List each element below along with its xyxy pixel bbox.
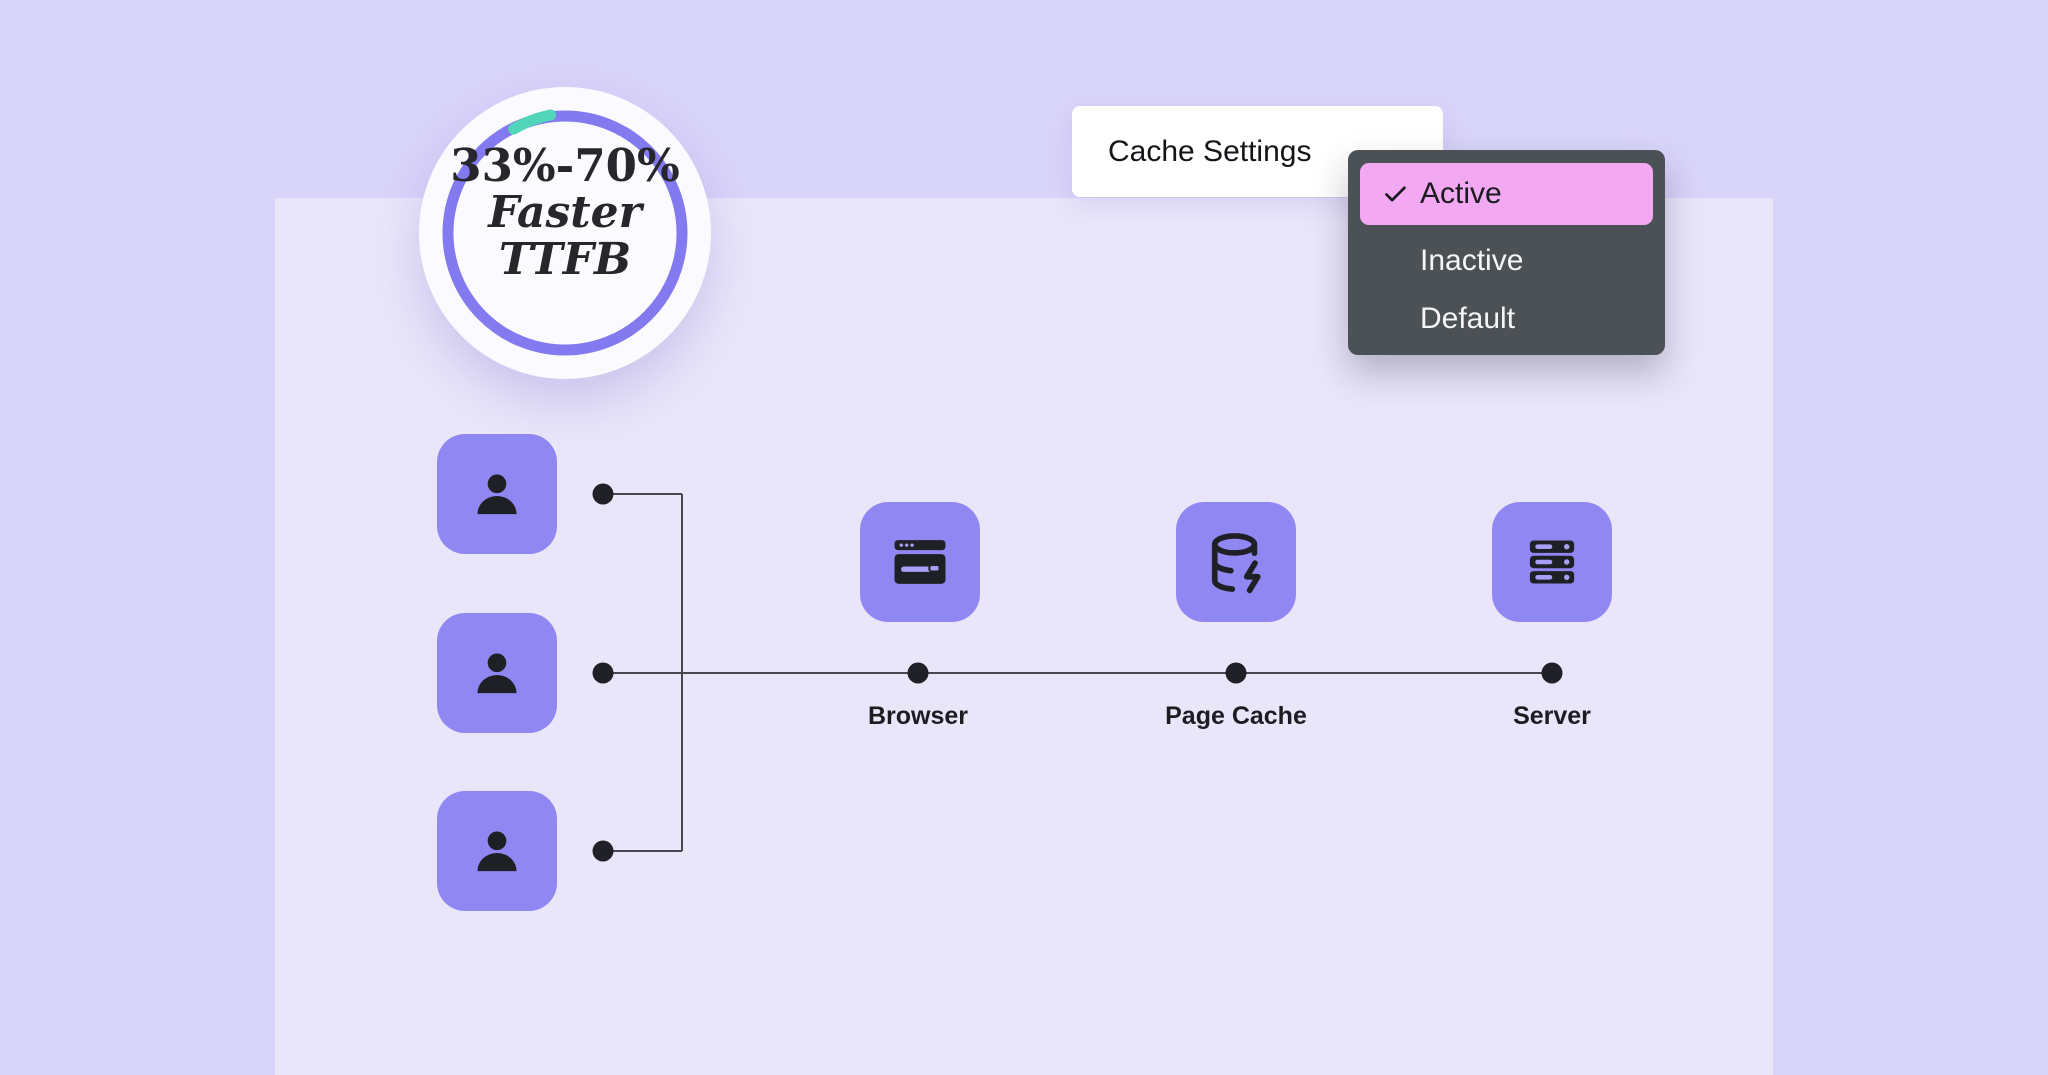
badge-stat: 33%-70% bbox=[450, 138, 680, 192]
badge-caption: Faster TTFB bbox=[488, 186, 642, 285]
user-tile-2 bbox=[437, 613, 557, 733]
dropdown-option-active-label: Active bbox=[1420, 177, 1502, 210]
cache-settings-title: Cache Settings bbox=[1108, 134, 1312, 168]
cache-settings-dropdown: Active Inactive Default bbox=[1348, 150, 1665, 355]
check-icon bbox=[1385, 185, 1406, 201]
dropdown-option-default-label: Default bbox=[1420, 302, 1516, 335]
browser-label: Browser bbox=[867, 702, 969, 730]
server-label: Server bbox=[1513, 702, 1591, 730]
browser-tile bbox=[860, 502, 980, 622]
dropdown-option-inactive[interactable]: Inactive bbox=[1420, 243, 1523, 279]
dropdown-option-active[interactable]: Active bbox=[1360, 163, 1653, 225]
dropdown-option-inactive-label: Inactive bbox=[1420, 244, 1524, 277]
ttfb-stat-badge: 33%-70% Faster TTFB bbox=[419, 87, 711, 379]
server-rack-icon bbox=[1529, 540, 1575, 584]
user-tile-1 bbox=[437, 434, 557, 554]
user-icon bbox=[477, 653, 517, 694]
database-zap-icon bbox=[1211, 533, 1261, 594]
server-tile bbox=[1492, 502, 1612, 622]
user-icon bbox=[477, 474, 517, 515]
user-tile-3 bbox=[437, 791, 557, 911]
browser-window-icon bbox=[894, 540, 946, 584]
dropdown-option-default[interactable]: Default bbox=[1420, 301, 1515, 337]
page-cache-tile bbox=[1176, 502, 1296, 622]
progress-ring-icon bbox=[442, 109, 688, 356]
user-icon bbox=[477, 831, 517, 872]
page-cache-label: Page Cache bbox=[1165, 702, 1307, 730]
connector-dots bbox=[592, 483, 1563, 862]
